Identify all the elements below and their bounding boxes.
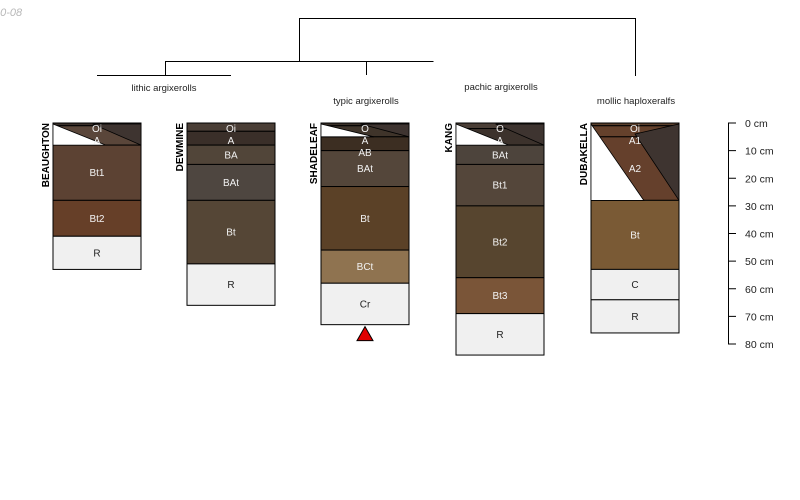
depth-tick-label: 20 cm — [745, 173, 774, 185]
horizon-bat — [320, 150, 410, 188]
depth-tick-label: 60 cm — [745, 284, 774, 296]
horizon-c — [590, 268, 680, 301]
horizon-label: BAt — [223, 178, 239, 189]
horizon-label: A2 — [629, 164, 642, 175]
boundary-wedge — [360, 123, 410, 138]
horizon-label: BAt — [357, 164, 373, 175]
horizon-bt2 — [455, 205, 545, 279]
horizon-label: Bt — [630, 230, 640, 241]
profile-name: SHADELEAF — [309, 123, 320, 184]
horizon-label: R — [496, 330, 503, 341]
group-label: typic argixerolls — [333, 96, 399, 107]
profile-name: DEWMINE — [175, 123, 186, 172]
depth-tick-label: 0 cm — [745, 118, 768, 130]
horizon-bat — [186, 163, 276, 201]
horizon-label: Bt3 — [492, 291, 507, 302]
horizon-label: R — [631, 312, 638, 323]
profile-name: DUBAKELLA — [579, 123, 590, 185]
horizon-label: BAt — [492, 150, 508, 161]
horizon-bt — [590, 199, 680, 270]
horizon-r — [590, 299, 680, 334]
horizon-label: Bt2 — [89, 214, 104, 225]
horizon-label: A — [497, 136, 504, 147]
horizon-r — [186, 263, 276, 306]
horizon-bt — [186, 199, 276, 265]
red-triangle-marker-icon — [356, 325, 374, 342]
boundary-wedge — [590, 122, 645, 201]
depth-tick-label: 10 cm — [745, 146, 774, 158]
horizon-label: Oi — [92, 124, 102, 135]
dendrogram-root — [299, 18, 636, 76]
group-label: pachic argixerolls — [464, 82, 538, 93]
horizon-label: A — [362, 136, 369, 147]
horizon-label: AB — [358, 148, 372, 159]
horizon-label: R — [227, 280, 234, 291]
horizon-r — [455, 313, 545, 356]
horizon-label: Cr — [360, 299, 371, 310]
boundary-wedge — [92, 123, 142, 146]
horizon-label: Bt1 — [492, 181, 507, 192]
depth-tick-label: 70 cm — [745, 311, 774, 323]
date-stamp: 10-08 — [0, 7, 23, 19]
horizon-label: A — [94, 136, 101, 147]
horizon-bt3 — [455, 277, 545, 315]
horizon-label: Oi — [226, 124, 236, 135]
profile-name: KANG — [444, 123, 455, 153]
depth-tick-label: 50 cm — [745, 256, 774, 268]
horizon-r — [52, 235, 142, 270]
group-label: lithic argixerolls — [132, 83, 197, 94]
horizon-label: O — [361, 124, 369, 135]
horizon-label: BCt — [357, 262, 374, 273]
horizon-label: Bt2 — [492, 237, 507, 248]
horizon-label: A1 — [629, 136, 642, 147]
horizon-label: A — [228, 136, 235, 147]
boundary-wedge — [455, 123, 509, 146]
horizon-label: R — [93, 248, 100, 259]
depth-tick-label: 80 cm — [745, 339, 774, 351]
group-label: mollic haploxeralfs — [597, 96, 675, 107]
horizon-label: Oi — [630, 124, 640, 135]
dendrogram-left-branch — [165, 61, 434, 75]
horizon-cr — [320, 282, 410, 326]
horizon-label: C — [631, 280, 638, 291]
horizon-label: Bt1 — [89, 168, 104, 179]
depth-tick-label: 40 cm — [745, 229, 774, 241]
horizon-label: BA — [224, 150, 238, 161]
horizon-bt — [320, 186, 410, 251]
boundary-wedge — [495, 123, 545, 146]
horizon-label: O — [496, 124, 504, 135]
dendrogram — [97, 18, 636, 76]
horizon-label: Bt — [360, 214, 370, 225]
horizon-bt2 — [52, 199, 142, 237]
horizon-label: Bt — [226, 228, 236, 239]
boundary-wedge — [634, 123, 680, 202]
depth-tick-label: 30 cm — [745, 201, 774, 213]
boundary-wedge — [52, 123, 106, 146]
profile-name: BEAUGHTON — [41, 123, 52, 187]
boundary-wedge — [320, 123, 374, 138]
